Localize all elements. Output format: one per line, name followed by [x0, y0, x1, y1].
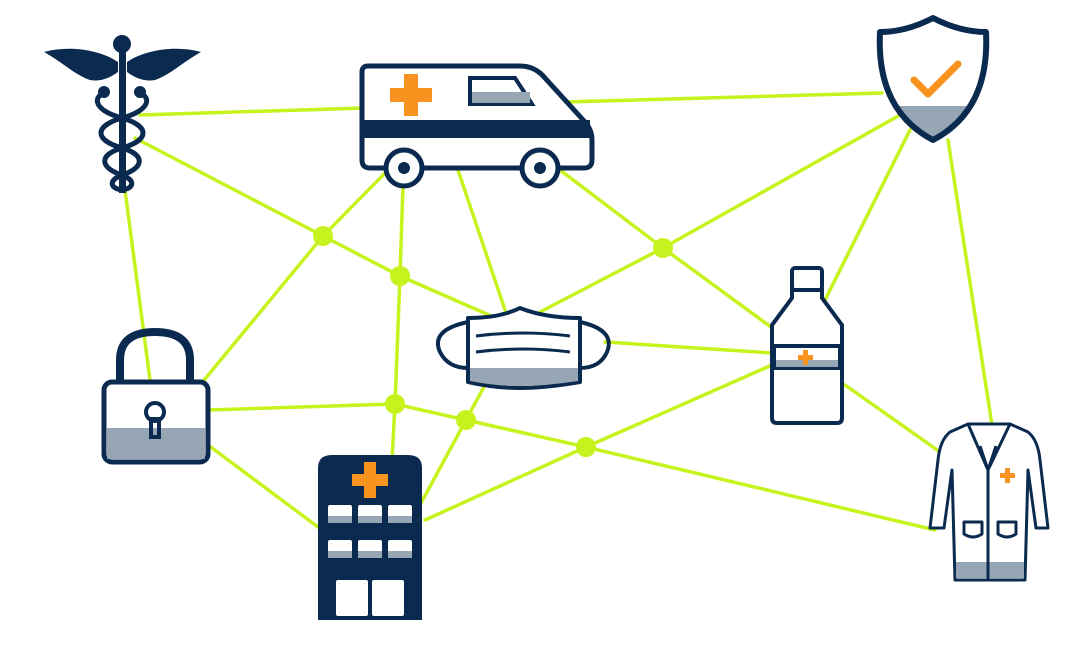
link: [198, 168, 390, 387]
link: [133, 136, 507, 324]
network-node: [456, 410, 476, 430]
hospital-building-icon: [318, 455, 422, 620]
lab-coat-icon: [928, 422, 1050, 582]
link: [206, 443, 324, 532]
link: [123, 188, 152, 382]
link: [563, 91, 884, 104]
link: [843, 383, 942, 454]
padlock-icon: [101, 327, 211, 465]
link: [423, 363, 774, 522]
link: [603, 340, 774, 355]
sanitizer-bottle-icon: [770, 266, 844, 425]
network-node: [653, 238, 673, 258]
link: [418, 383, 487, 507]
shield-check-icon: [876, 15, 990, 143]
network-node: [576, 437, 596, 457]
network-nodes: [313, 226, 673, 457]
network-node: [385, 394, 405, 414]
link: [138, 106, 367, 117]
link: [390, 183, 405, 462]
link: [456, 168, 507, 312]
face-mask-icon: [436, 306, 611, 390]
ambulance-icon: [359, 63, 595, 189]
network-node: [390, 266, 410, 286]
network-node: [313, 226, 333, 246]
caduceus-icon: [44, 35, 201, 193]
link: [823, 128, 912, 302]
link: [946, 138, 994, 427]
